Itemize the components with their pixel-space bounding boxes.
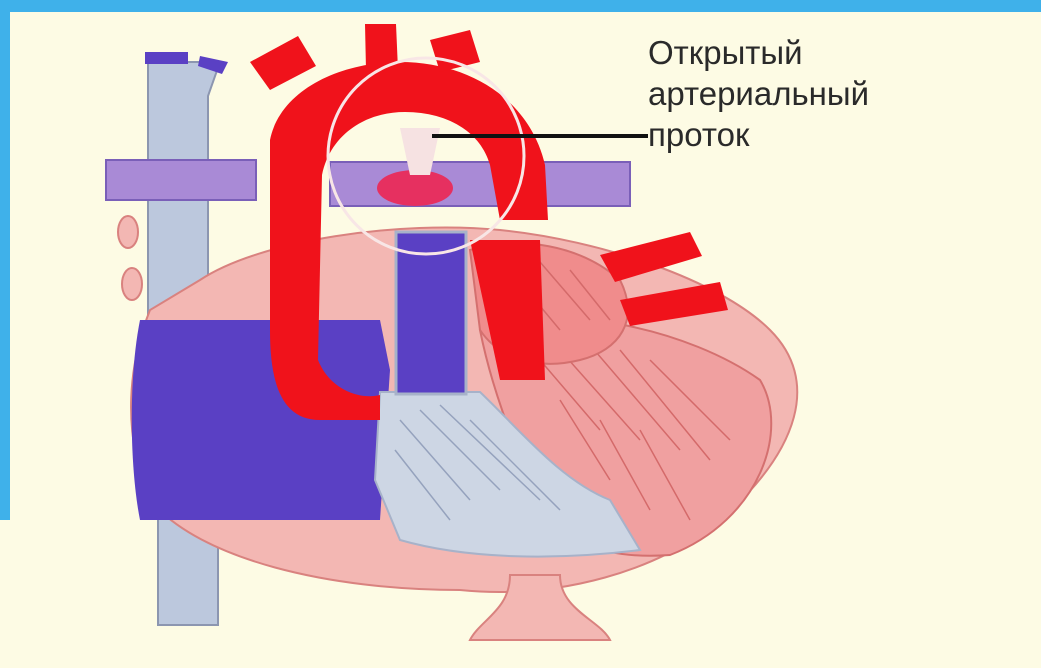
ductus-arteriosus (377, 170, 453, 206)
label-line-1: Открытый (648, 32, 869, 73)
ductus-label: Открытый артериальный проток (648, 32, 869, 155)
label-line-3: проток (648, 114, 869, 155)
pulmonary-artery-right (330, 162, 630, 206)
pulmonary-artery-left (106, 160, 256, 200)
frame-top-bar (0, 0, 1041, 12)
left-vessel-stub-2 (122, 268, 142, 300)
pulmonary-trunk (396, 232, 466, 394)
vena-cava-top-cap (145, 52, 188, 64)
frame-left-bar (0, 0, 10, 520)
left-vessel-stub-1 (118, 216, 138, 248)
label-line-2: артериальный (648, 73, 869, 114)
